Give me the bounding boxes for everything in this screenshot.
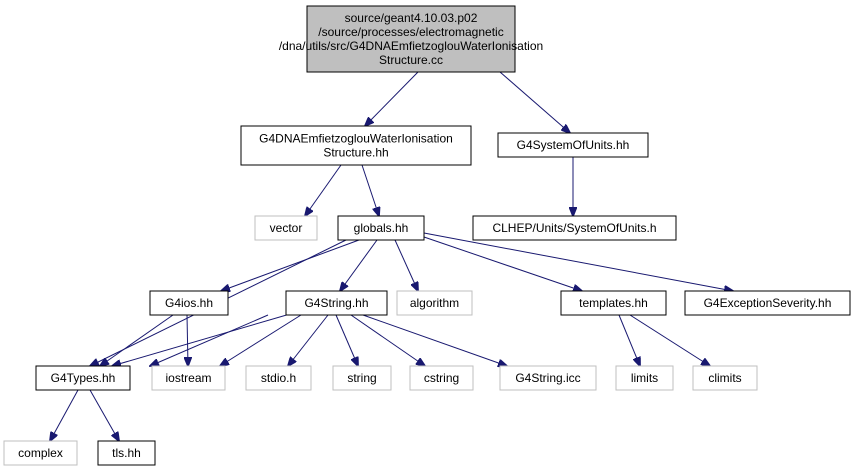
include-edge xyxy=(618,314,640,366)
node-label: /dna/utils/src/G4DNAEmfietzoglouWaterIon… xyxy=(279,39,543,53)
node-vector: vector xyxy=(254,215,318,241)
node-globals-hh[interactable]: globals.hh xyxy=(337,215,425,241)
include-edge xyxy=(423,236,582,291)
include-edge xyxy=(187,314,188,366)
include-edge xyxy=(350,314,425,366)
include-edge xyxy=(423,232,733,291)
node-box xyxy=(499,365,597,391)
node-label: CLHEP/Units/SystemOfUnits.h xyxy=(492,221,656,235)
node-box xyxy=(245,365,312,391)
node-label: climits xyxy=(708,371,741,385)
include-edge xyxy=(305,164,342,216)
node-limits: limits xyxy=(615,365,674,391)
node-label: stdio.h xyxy=(261,371,296,385)
node-box xyxy=(35,365,131,391)
include-edge xyxy=(629,314,710,366)
node-algorithm: algorithm xyxy=(396,290,473,316)
include-edge xyxy=(335,314,358,366)
node-box xyxy=(306,5,516,73)
node-box xyxy=(497,132,649,158)
node-label: templates.hh xyxy=(579,296,648,310)
node-label: complex xyxy=(18,446,63,460)
node-label: iostream xyxy=(165,371,211,385)
node-box xyxy=(240,125,472,166)
include-edge xyxy=(362,314,507,366)
node-box xyxy=(332,365,392,391)
include-edge xyxy=(112,313,291,366)
node-label: G4String.icc xyxy=(515,371,580,385)
nodes: source/geant4.10.03.p02/source/processes… xyxy=(3,5,851,466)
node-box xyxy=(472,215,677,241)
node-complex: complex xyxy=(3,440,78,466)
node-label: cstring xyxy=(424,371,459,385)
node-cstring: cstring xyxy=(409,365,474,391)
node-label: tls.hh xyxy=(112,446,141,460)
node-label: G4SystemOfUnits.hh xyxy=(517,138,630,152)
include-edge xyxy=(361,164,379,216)
include-edge xyxy=(89,389,119,441)
node-label: algorithm xyxy=(410,296,459,310)
node-label: G4ios.hh xyxy=(165,296,213,310)
node-g4types-hh[interactable]: G4Types.hh xyxy=(35,365,131,391)
node-label: Structure.hh xyxy=(323,146,388,160)
include-edge xyxy=(340,239,378,291)
node-label: vector xyxy=(270,221,303,235)
node-box xyxy=(149,290,229,316)
include-edge xyxy=(220,314,302,366)
include-edge xyxy=(221,239,360,291)
node-g4exception-severity-hh[interactable]: G4ExceptionSeverity.hh xyxy=(684,290,851,316)
node-tls-hh[interactable]: tls.hh xyxy=(97,440,156,466)
node-label: Structure.cc xyxy=(379,53,443,67)
node-box xyxy=(3,440,78,466)
node-iostream: iostream xyxy=(151,365,226,391)
node-root[interactable]: source/geant4.10.03.p02/source/processes… xyxy=(279,5,543,73)
node-box xyxy=(337,215,425,241)
node-box xyxy=(285,290,388,316)
node-templates-hh[interactable]: templates.hh xyxy=(560,290,667,316)
node-stdio-h: stdio.h xyxy=(245,365,312,391)
node-label: globals.hh xyxy=(354,221,409,235)
node-label: source/geant4.10.03.p02 xyxy=(345,11,478,25)
node-g4string-hh[interactable]: G4String.hh xyxy=(285,290,388,316)
node-g4ios-hh[interactable]: G4ios.hh xyxy=(149,290,229,316)
node-label: G4DNAEmfietzoglouWaterIonisation xyxy=(259,132,453,146)
node-label: G4String.hh xyxy=(304,296,368,310)
include-edge xyxy=(50,389,79,441)
node-box xyxy=(692,365,758,391)
include-edge xyxy=(150,314,269,366)
node-box xyxy=(151,365,226,391)
node-label: G4Types.hh xyxy=(51,371,116,385)
node-box xyxy=(560,290,667,316)
include-edge xyxy=(288,314,329,366)
include-edge xyxy=(100,314,174,366)
node-string: string xyxy=(332,365,392,391)
node-structure-hh[interactable]: G4DNAEmfietzoglouWaterIonisationStructur… xyxy=(240,125,472,166)
include-edge xyxy=(499,71,570,133)
node-label: limits xyxy=(631,371,658,385)
node-climits: climits xyxy=(692,365,758,391)
node-box xyxy=(254,215,318,241)
node-label: G4ExceptionSeverity.hh xyxy=(704,296,832,310)
node-box xyxy=(615,365,674,391)
node-box xyxy=(97,440,156,466)
node-clhep-units[interactable]: CLHEP/Units/SystemOfUnits.h xyxy=(472,215,677,241)
node-box xyxy=(684,290,851,316)
node-system-of-units-hh[interactable]: G4SystemOfUnits.hh xyxy=(497,132,649,158)
include-edge xyxy=(365,71,419,126)
node-box xyxy=(409,365,474,391)
node-g4string-icc: G4String.icc xyxy=(499,365,597,391)
node-label: /source/processes/electromagnetic xyxy=(318,25,503,39)
include-edge xyxy=(394,239,418,291)
node-label: string xyxy=(347,371,376,385)
node-box xyxy=(396,290,473,316)
